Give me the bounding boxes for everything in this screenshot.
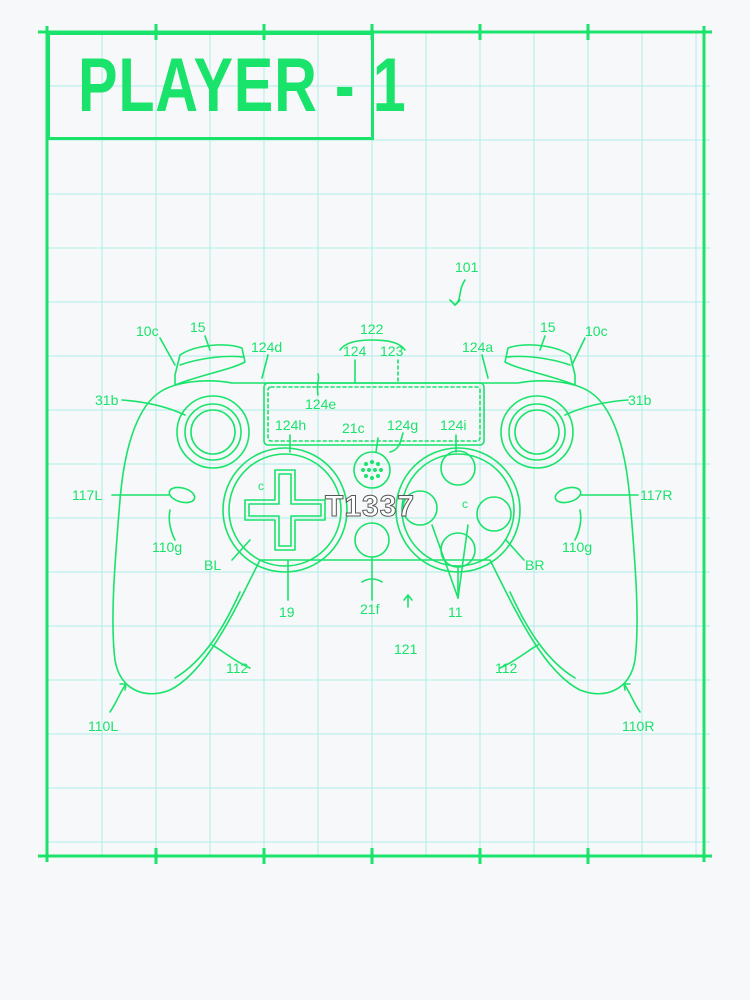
label-112-right: 112 [495,660,518,676]
controller-body [112,380,638,695]
watermark: T1337 [325,490,415,523]
label-c-right: c [462,497,468,511]
face-button-right [476,496,512,532]
label-BL: BL [204,557,221,573]
label-123: 123 [380,343,404,359]
label-10c-right: 10c [585,323,608,339]
label-110R: 110R [622,718,654,734]
label-124i: 124i [440,417,466,433]
label-110L: 110L [88,718,118,734]
label-15-left: 15 [190,319,206,335]
label-124g: 124g [387,417,418,433]
touchpad [263,382,485,446]
page-title: PLAYER - 1 [78,43,407,128]
label-31b-right: 31b [628,392,652,408]
label-c-left: c [258,479,264,493]
label-121: 121 [394,641,418,657]
label-21f: 21f [360,601,380,617]
label-122: 122 [360,321,384,337]
face-button-bottom [440,532,476,568]
label-124: 124 [343,343,367,359]
right-light-bar [554,486,582,504]
right-trigger [504,344,576,386]
right-analog-stick [500,395,574,469]
label-31b-left: 31b [95,392,119,408]
dpad [244,469,326,551]
label-19: 19 [279,604,295,620]
left-panel [222,447,348,573]
left-analog-stick [176,395,250,469]
face-button-top [440,450,476,486]
label-11: 11 [448,604,463,620]
label-117L: 117L [72,487,102,503]
label-124d: 124d [251,339,282,355]
speaker-grill [353,451,391,489]
label-124a: 124a [462,339,493,355]
label-10c-left: 10c [136,323,159,339]
label-BR: BR [525,557,544,573]
left-trigger [174,344,246,386]
label-21c: 21c [342,420,365,436]
frame [38,24,712,864]
label-110g-right: 110g [562,539,592,555]
label-101: 101 [455,259,479,275]
label-117R: 117R [640,487,672,503]
title-box: PLAYER - 1 [47,32,406,140]
callout-labels: 101 122 124 123 15 15 10c 10c 124d 124a … [72,259,672,734]
label-112-left: 112 [226,660,249,676]
label-110g-left: 110g [152,539,182,555]
left-light-bar [168,486,196,504]
label-124h: 124h [275,417,306,433]
controller-drawing [109,279,641,713]
label-124e: 124e [305,396,336,412]
face-button-left [402,490,438,526]
label-15-right: 15 [540,319,556,335]
grid [48,32,710,856]
